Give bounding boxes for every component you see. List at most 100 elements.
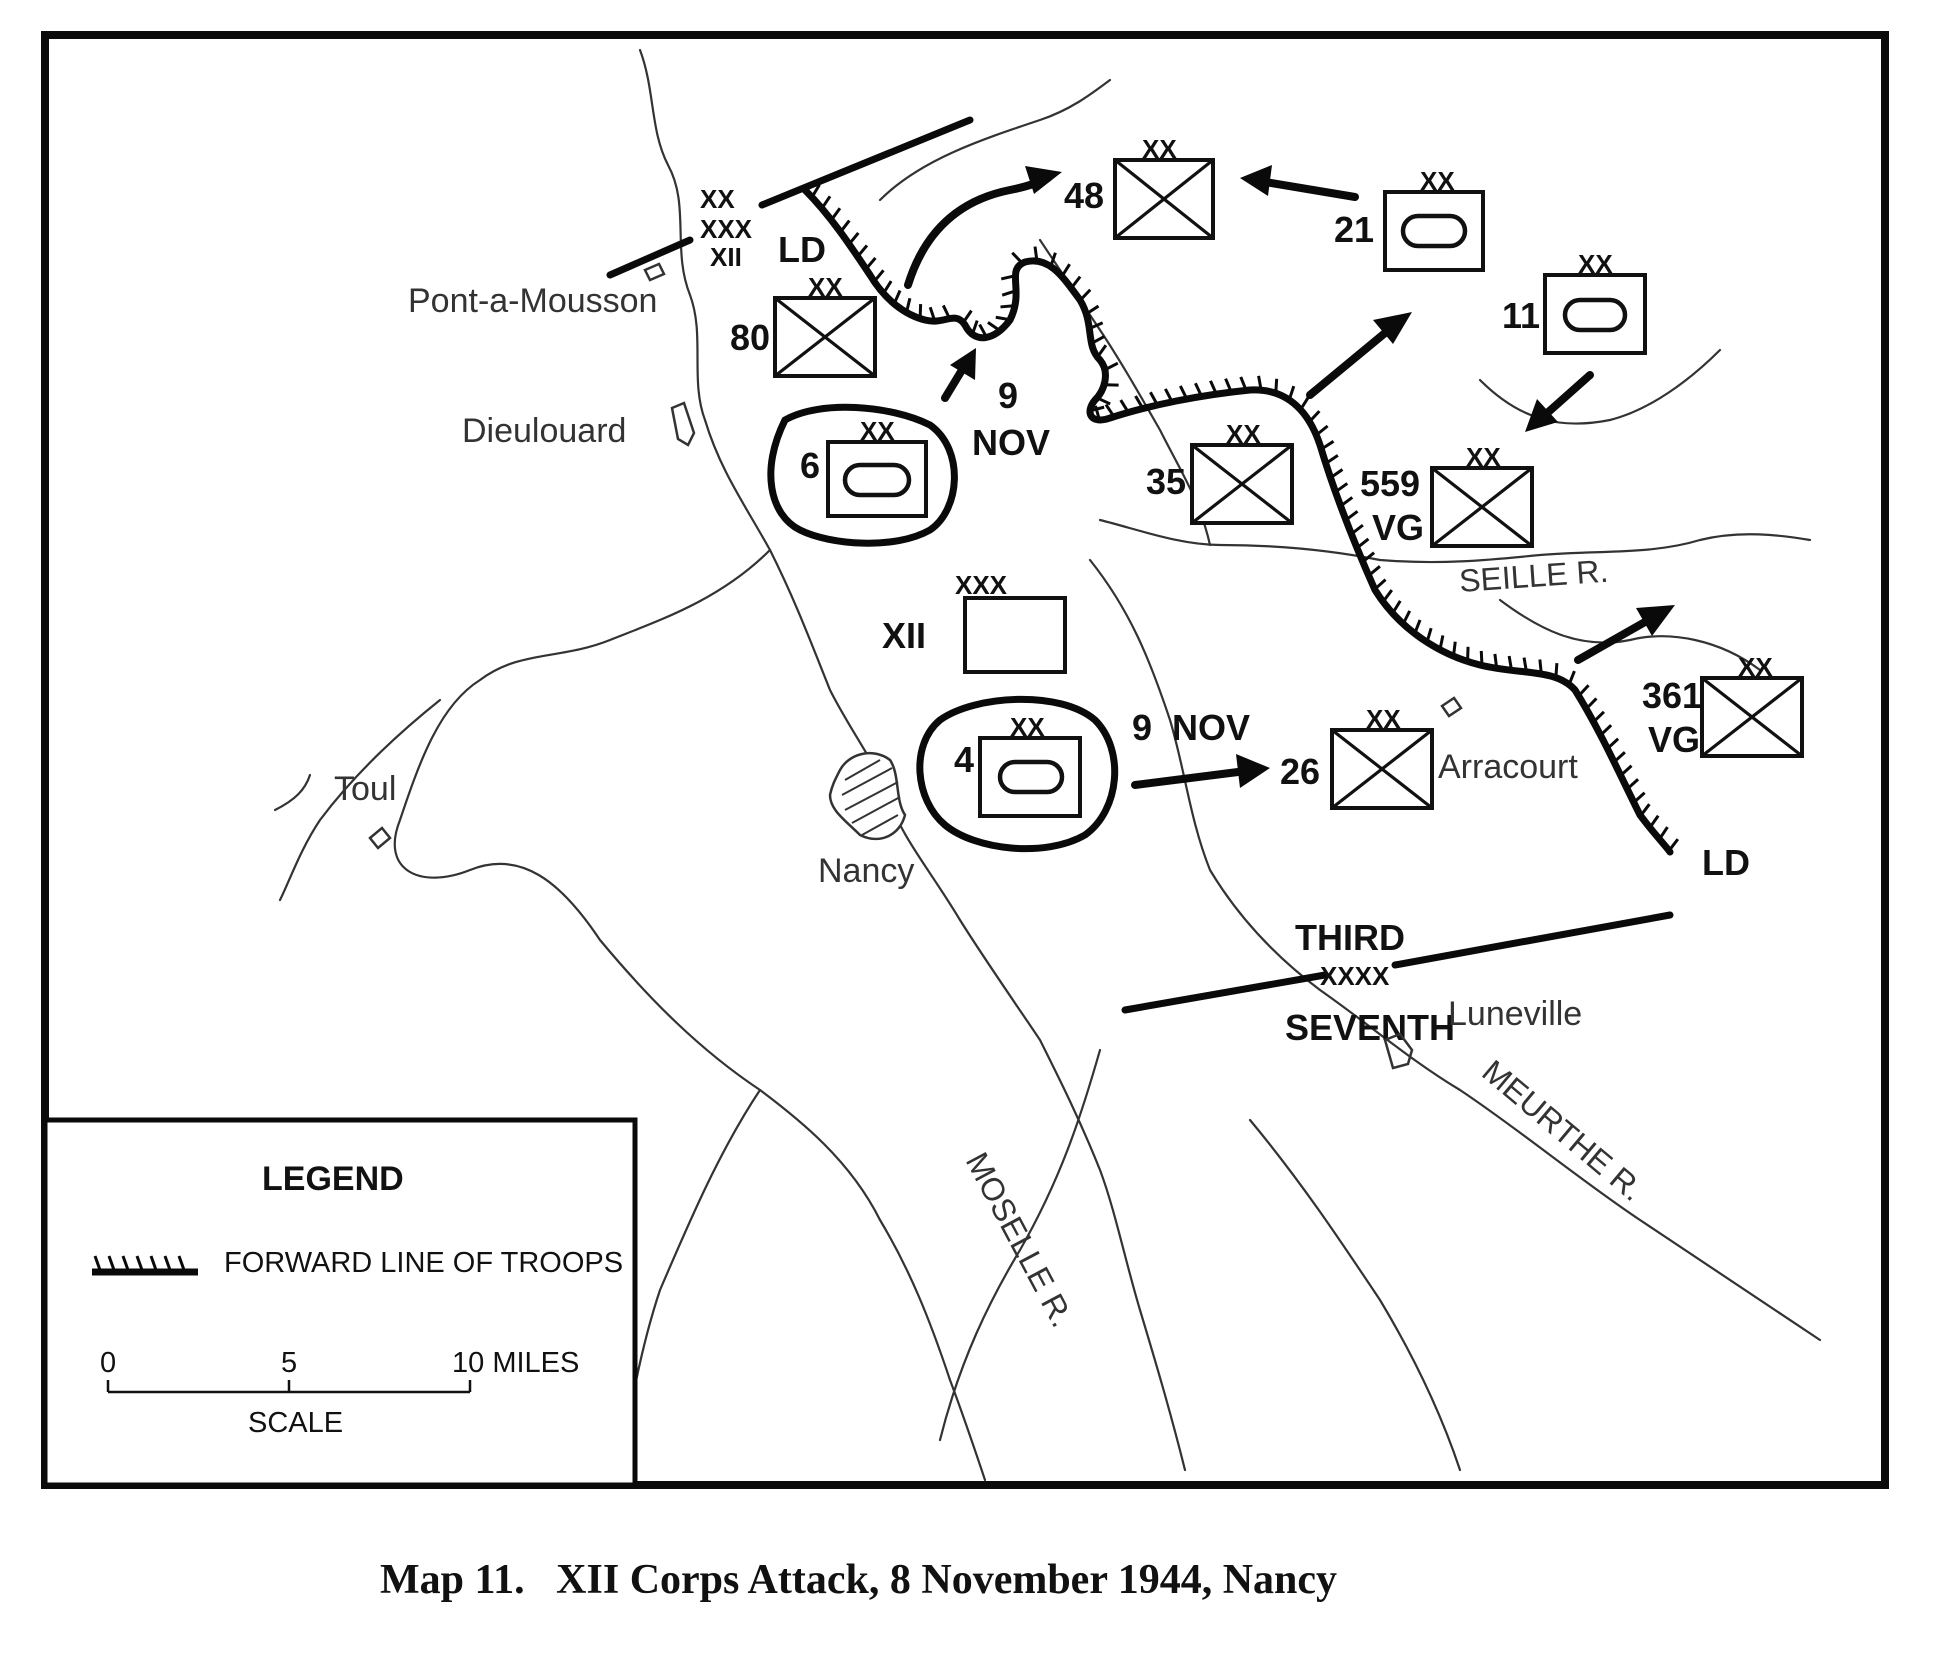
- flot-tick: [1356, 537, 1370, 550]
- flot-tick: [1049, 252, 1057, 268]
- luneville-town-icon: [1383, 1032, 1414, 1070]
- flot-tick: [1320, 440, 1335, 451]
- place-pont-a-mousson: Pont-a-Mousson: [408, 282, 657, 320]
- flot-ticks: [810, 183, 1680, 852]
- flot-tick: [1413, 619, 1422, 635]
- place-luneville: Luneville: [1448, 995, 1582, 1033]
- flot-tick: [1194, 382, 1203, 398]
- unit-4-number: 4: [954, 739, 974, 780]
- flot-tick: [1079, 288, 1092, 302]
- legend-scale-tick-10: 10 MILES: [452, 1347, 579, 1379]
- unit-80-echelon: XX: [808, 272, 843, 302]
- unit-48-echelon: XX: [1142, 134, 1177, 164]
- flot-tick: [1391, 600, 1402, 615]
- arrow-35-northeast: [1306, 312, 1412, 399]
- flot-tick: [1452, 641, 1457, 657]
- place-arracourt: Arracourt: [1438, 748, 1578, 786]
- flot-tick: [864, 256, 877, 270]
- arrow-80-to-48: [904, 166, 1062, 289]
- unit-35-echelon: XX: [1226, 419, 1261, 449]
- flot-tick: [1060, 263, 1071, 278]
- flot-tick: [1178, 385, 1189, 400]
- flot-tick: [1381, 589, 1393, 603]
- unit-361-number: 361: [1642, 675, 1702, 716]
- unit-80-number: 80: [730, 317, 770, 358]
- flot-tick: [1001, 289, 1017, 297]
- flot-tick: [1438, 635, 1445, 650]
- north-stream: [878, 78, 1112, 202]
- flot-tick: [1329, 468, 1344, 480]
- flot-tick: [1308, 410, 1321, 423]
- flot-tick: [839, 219, 851, 233]
- nancy-town-icon: [828, 752, 907, 841]
- flot-tick: [1274, 378, 1279, 394]
- line-of-departure-south-label: LD: [1702, 842, 1750, 883]
- flot-tick: [1367, 565, 1381, 577]
- flot-tick: [1239, 376, 1248, 391]
- flot-tick: [1088, 321, 1104, 330]
- unit-35-number: 35: [1146, 461, 1186, 502]
- unit-xii-echelon: XXX: [955, 570, 1008, 600]
- line-of-departure-north-label: LD: [778, 229, 826, 270]
- unit-26-infantry-division: XX 26: [1280, 704, 1434, 810]
- flot-tick: [1648, 814, 1660, 829]
- flot-tick: [1000, 274, 1016, 281]
- flot-tick: [961, 309, 973, 324]
- toul-stream: [273, 773, 312, 812]
- pont-a-mousson-town-icon: [643, 262, 666, 282]
- place-dieulouard: Dieulouard: [462, 412, 626, 450]
- flot-tick: [1094, 405, 1101, 421]
- places: Pont-a-Mousson Dieulouard Toul Nancy Arr…: [334, 262, 1582, 1070]
- legend-forward-line-label: FORWARD LINE OF TROOPS: [224, 1247, 623, 1279]
- unit-361-suffix: VG: [1648, 719, 1700, 760]
- meurthe-river: [1088, 558, 1822, 1342]
- flot-tick: [1104, 361, 1119, 372]
- flot-tick: [1567, 670, 1576, 686]
- unit-4-armored-division: XX 4: [916, 695, 1119, 853]
- flot-tick: [1096, 396, 1111, 406]
- flot-tick: [1033, 246, 1039, 262]
- flot-tick: [1585, 697, 1598, 710]
- unit-6-number: 6: [800, 445, 820, 486]
- unit-35-infantry-division: XX 35: [1146, 419, 1294, 525]
- flot-tick: [1538, 659, 1543, 675]
- corps-boundary-name: XII: [710, 242, 742, 272]
- flot-tick: [882, 280, 893, 295]
- unit-11-echelon: XX: [1578, 249, 1613, 279]
- flot-tick: [1134, 395, 1145, 410]
- flot-tick: [987, 321, 1001, 332]
- flot-tick: [1299, 396, 1310, 411]
- flot-tick: [1011, 251, 1024, 265]
- forward-line-of-troops: LD LD: [778, 183, 1750, 883]
- flot-tick: [1626, 778, 1640, 791]
- flot-tick: [978, 323, 988, 339]
- flot-tick: [1658, 826, 1669, 841]
- unit-26-echelon: XX: [1366, 704, 1401, 734]
- army-boundary-line-east: [1391, 911, 1674, 969]
- flot-tick: [1334, 482, 1349, 494]
- annotation-9-nov-south: 9 NOV: [1132, 707, 1250, 748]
- flot-tick: [1554, 663, 1559, 678]
- unit-80-infantry-division: XX 80: [730, 272, 877, 378]
- unit-361-vg-division: XX 361 VG: [1642, 652, 1804, 760]
- unit-48-infantry-division: XX 48: [1064, 134, 1215, 240]
- flot-tick: [1493, 653, 1499, 669]
- army-boundary-echelon: XXXX: [1320, 961, 1390, 991]
- unit-559-echelon: XX: [1466, 442, 1501, 472]
- flot-tick: [1257, 375, 1263, 391]
- toul-town-icon: [368, 826, 392, 850]
- south-stream-2: [1248, 1118, 1462, 1472]
- flot-line: [801, 186, 1674, 856]
- date-annotations: 9 NOV 9 NOV: [972, 375, 1250, 748]
- flot-tick: [1361, 551, 1376, 563]
- flot-tick: [1315, 424, 1329, 437]
- unit-4-echelon: XX: [1010, 712, 1045, 742]
- flot-tick: [1592, 710, 1605, 724]
- flot-tick: [1104, 403, 1116, 418]
- flot-tick: [1339, 496, 1354, 508]
- army-boundary-line-west: [1121, 971, 1329, 1014]
- flot-tick: [1613, 751, 1626, 764]
- flot-tick: [1619, 764, 1633, 777]
- unit-559-suffix: VG: [1372, 507, 1424, 548]
- south-stream-1: [938, 1048, 1102, 1442]
